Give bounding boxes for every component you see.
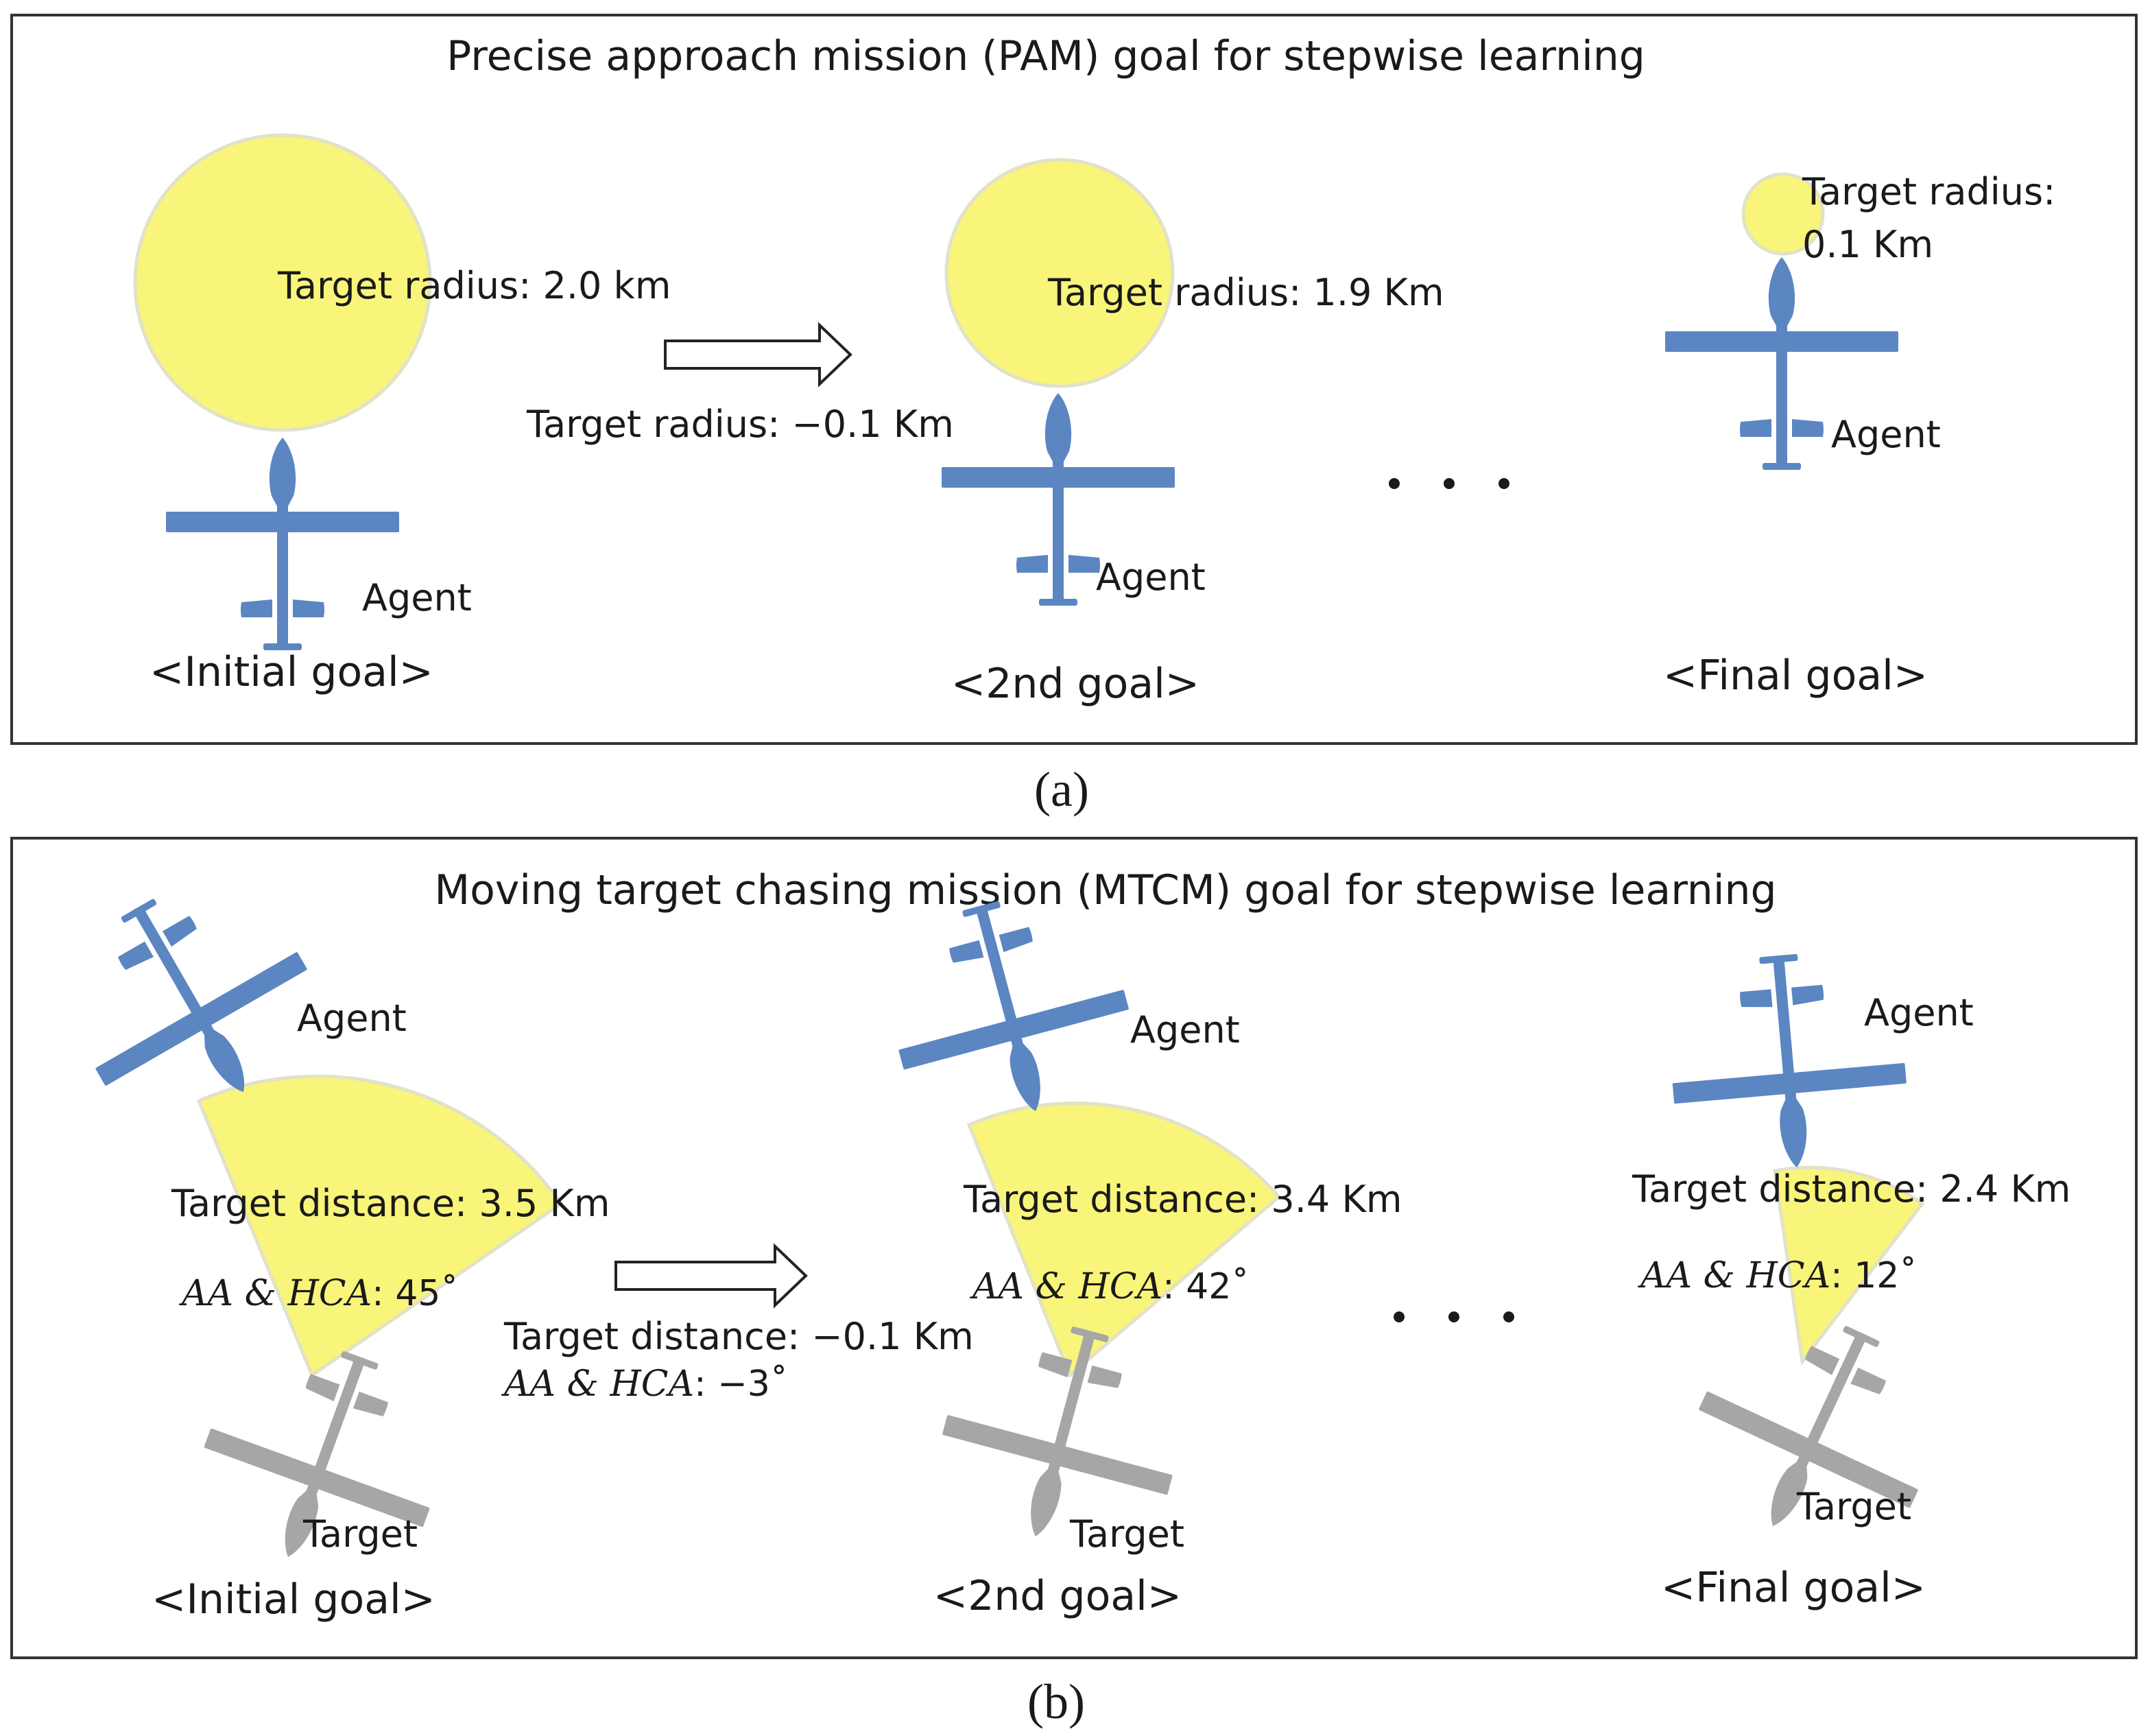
- panel-b-frame: [10, 837, 2138, 1659]
- step-label-b-angle: AA & HCA: −3˚: [501, 1364, 788, 1405]
- step-arrow-icon-a: [664, 322, 852, 388]
- panel-b-title: Moving target chasing mission (MTCM) goa…: [434, 866, 1776, 914]
- chase-zone-initial: [196, 1074, 564, 1378]
- target-label-initial: Target: [302, 1512, 418, 1556]
- radius-label-2nd: Target radius: 1.9 Km: [1047, 271, 1444, 314]
- panel-b-caption: (b): [1027, 1674, 1085, 1729]
- angle-label-initial: AA & HCA: 45˚: [179, 1273, 458, 1314]
- panel-a-frame: [10, 14, 2138, 745]
- step-label-a: Target radius: −0.1 Km: [526, 403, 954, 446]
- agent-label-initial-b: Agent: [297, 997, 407, 1040]
- agent-aircraft-icon-2nd-b: [868, 875, 1149, 1141]
- goal-label-final-b: <Final goal>: [1661, 1564, 1926, 1612]
- distance-label-initial: Target distance: 3.5 Km: [171, 1182, 610, 1225]
- agent-label-2nd: Agent: [1096, 556, 1206, 599]
- agent-label-final: Agent: [1831, 413, 1941, 456]
- panel-a-caption: (a): [1034, 762, 1089, 817]
- target-label-2nd: Target: [1069, 1512, 1184, 1556]
- goal-label-initial-b: <Initial goal>: [152, 1576, 435, 1624]
- target-radius-zone-initial: [133, 133, 432, 432]
- goal-label-initial: <Initial goal>: [150, 648, 433, 696]
- radius-label-final-line1: Target radius:: [1802, 170, 2055, 213]
- goal-label-2nd-b: <2nd goal>: [933, 1572, 1182, 1620]
- ellipsis-b: [1394, 1311, 1514, 1322]
- step-label-b-distance: Target distance: −0.1 Km: [503, 1315, 974, 1358]
- radius-label-initial: Target radius: 2.0 km: [277, 264, 671, 307]
- ellipsis-a: [1389, 478, 1509, 489]
- target-label-final: Target: [1796, 1485, 1911, 1528]
- goal-label-2nd: <2nd goal>: [951, 660, 1199, 708]
- step-arrow-icon-b: [614, 1243, 808, 1309]
- chase-zone-2nd: [966, 1101, 1282, 1379]
- agent-aircraft-icon-final-b: [1662, 945, 1913, 1178]
- goal-label-final: <Final goal>: [1663, 652, 1928, 700]
- distance-label-2nd: Target distance: 3.4 Km: [963, 1178, 1402, 1221]
- radius-label-final-line2: 0.1 Km: [1802, 223, 1933, 266]
- agent-label-initial: Agent: [362, 576, 472, 619]
- angle-label-final: AA & HCA: 12˚: [1638, 1255, 1917, 1296]
- panel-b: Moving target chasing mission (MTCM) goa…: [10, 837, 2138, 1659]
- target-radius-zone-2nd: [944, 158, 1175, 388]
- panel-a: Precise approach mission (PAM) goal for …: [10, 14, 2138, 745]
- panel-a-title: Precise approach mission (PAM) goal for …: [446, 32, 1645, 80]
- agent-label-2nd-b: Agent: [1130, 1008, 1240, 1051]
- agent-label-final-b: Agent: [1864, 991, 1974, 1034]
- angle-label-2nd: AA & HCA: 42˚: [970, 1266, 1249, 1307]
- chase-zone-final: [1773, 1165, 1925, 1366]
- distance-label-final: Target distance: 2.4 Km: [1632, 1167, 2070, 1211]
- target-radius-zone-final: [1741, 172, 1825, 256]
